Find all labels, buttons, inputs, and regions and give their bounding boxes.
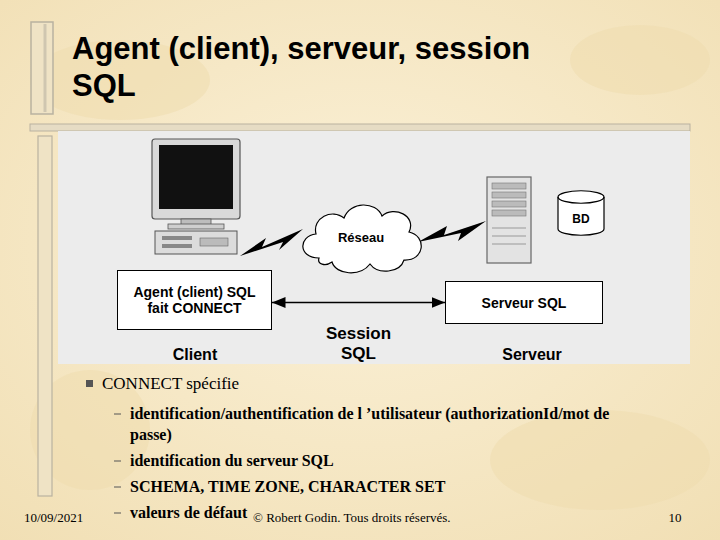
cylinder-body: [558, 191, 604, 236]
title-bar-line: [44, 24, 47, 112]
slide-title: Agent (client), serveur, session SQL: [72, 30, 542, 104]
figure-background: [58, 131, 690, 364]
computer-illustration: [152, 139, 240, 254]
sub-bullet-text: SCHEMA, TIME ZONE, CHARACTER SET: [130, 476, 650, 497]
lightning-bolt: [240, 229, 303, 256]
cylinder-top: [558, 197, 604, 203]
node-text: Serveur SQL: [482, 295, 567, 311]
sub-bullet-dashes: [114, 414, 121, 513]
node-text: Réseau: [338, 230, 384, 246]
title-bar: [31, 22, 53, 114]
footer-copyright: © Robert Godin. Tous droits réservés.: [253, 509, 553, 526]
server-box: Serveur SQL: [445, 281, 603, 324]
frame-bar: [30, 124, 690, 131]
node-text: Agent (client) SQL fait CONNECT: [124, 284, 265, 316]
side-bar: [38, 136, 52, 496]
footer-date: 10/09/2021: [24, 509, 114, 526]
page-number: 10: [660, 509, 690, 526]
bullet-square: [86, 380, 93, 387]
node-text: BD: [572, 211, 589, 227]
cloud-path: [303, 205, 421, 273]
network-cloud: Réseau: [294, 196, 428, 280]
tier-label: Serveur: [482, 344, 582, 365]
sub-bullet-text: identification/authentification de l ’ut…: [130, 403, 650, 445]
database-cylinder: BD: [557, 189, 605, 237]
edge-label: Session SQL: [314, 324, 404, 364]
sub-bullet-text: identification du serveur SQL: [130, 450, 650, 471]
bullet-text: CONNECT spécifie: [102, 373, 502, 395]
lightning-bolt: [418, 221, 486, 242]
session-arrow: [272, 302, 445, 304]
server-illustration: [487, 177, 531, 263]
parchment-texture: [30, 25, 710, 510]
tier-label: Client: [145, 344, 245, 365]
client-agent-box: Agent (client) SQL fait CONNECT: [117, 270, 272, 330]
